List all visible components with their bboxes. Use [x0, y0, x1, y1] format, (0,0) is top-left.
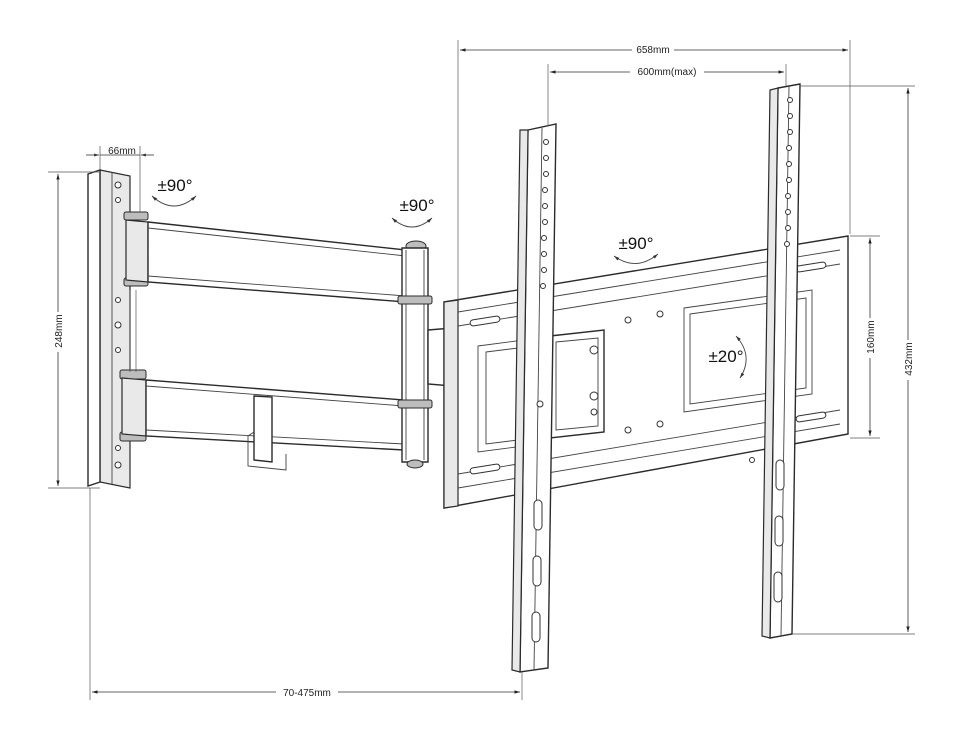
angle-label-plate-swivel: ±90° [618, 234, 653, 253]
dim-label-160mm: 160mm [866, 320, 877, 353]
dim-label-248mm: 248mm [54, 314, 65, 347]
rotation-arrows [151, 195, 747, 379]
dim-label-600mm-max: 600mm(max) [638, 67, 697, 78]
lower-arm [119, 290, 405, 471]
vertical-rail-left [511, 123, 557, 673]
vertical-rail-right [761, 83, 801, 639]
upper-arm [123, 211, 407, 303]
dim-label-658mm: 658mm [636, 45, 669, 56]
dim-label-70-475mm: 70-475mm [283, 688, 331, 699]
wall-plate [87, 169, 131, 489]
dim-label-66mm: 66mm [108, 146, 136, 157]
angle-label-arm-swivel: ±90° [399, 196, 434, 215]
angle-label-wall-swivel: ±90° [157, 176, 192, 195]
dim-label-432mm: 432mm [904, 342, 915, 375]
angle-label-tilt: ±20° [708, 347, 743, 366]
